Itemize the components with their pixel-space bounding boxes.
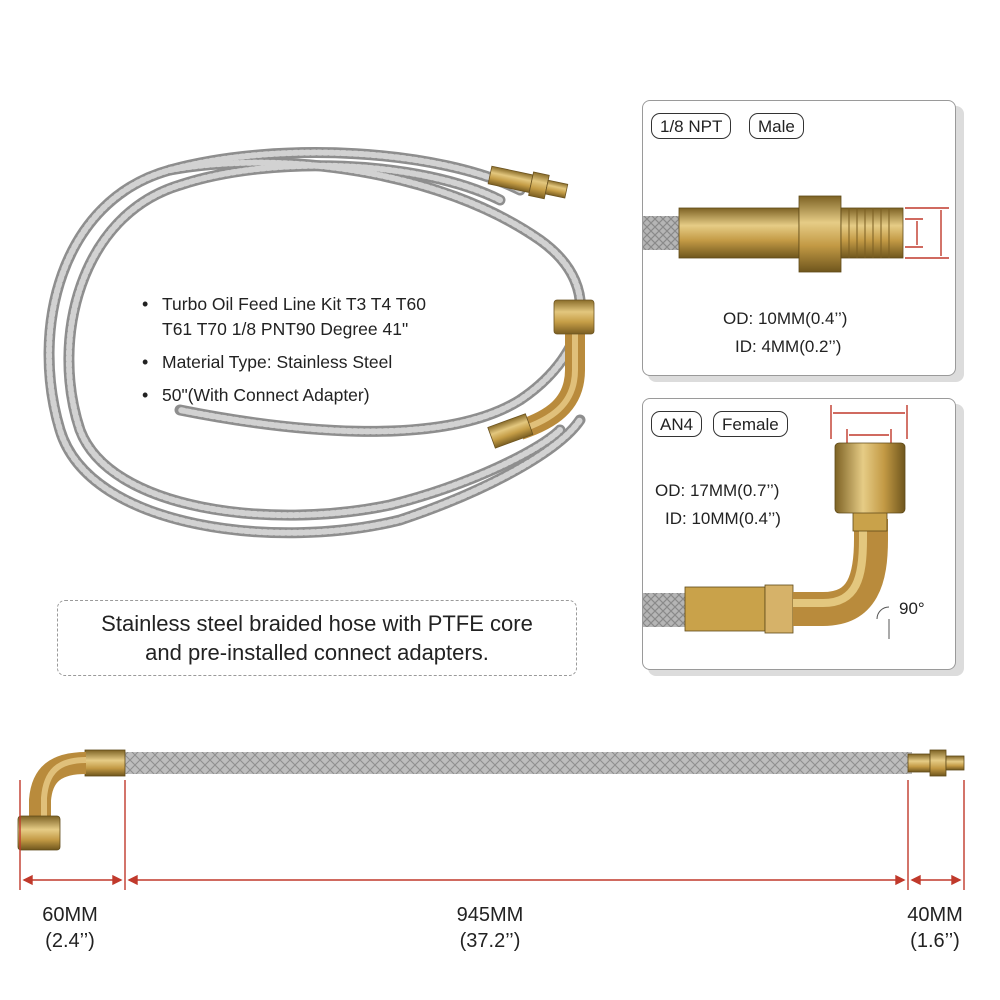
measurement-mm: 945MM bbox=[456, 904, 524, 926]
measurement-left: 60MM (2.4’’) bbox=[10, 902, 130, 954]
callout-line: Stainless steel braided hose with PTFE c… bbox=[101, 611, 533, 636]
feature-item: Turbo Oil Feed Line Kit T3 T4 T60 T61 T7… bbox=[140, 292, 500, 342]
description-callout: Stainless steel braided hose with PTFE c… bbox=[57, 600, 577, 676]
female-fitting-image bbox=[643, 405, 908, 639]
callout-line: and pre-installed connect adapters. bbox=[145, 640, 489, 665]
feature-item: 50"(With Connect Adapter) bbox=[140, 383, 500, 408]
measurement-right: 40MM (1.6’’) bbox=[880, 902, 990, 954]
outer-diameter-label: OD: 10MM(0.4’’) bbox=[723, 309, 848, 328]
thread-tag: 1/8 NPT bbox=[651, 113, 732, 139]
inner-diameter-label: ID: 4MM(0.2’’) bbox=[735, 337, 842, 356]
measurement-middle: 945MM (37.2’’) bbox=[420, 902, 560, 954]
gender-tag: Male bbox=[749, 113, 804, 139]
thread-tag: AN4 bbox=[651, 411, 703, 437]
measurement-inch: (1.6’’) bbox=[910, 930, 960, 952]
feature-list: Turbo Oil Feed Line Kit T3 T4 T60 T61 T7… bbox=[140, 292, 500, 416]
angle-label: 90° bbox=[899, 599, 925, 618]
male-fitting-panel: 1/8 NPT Male bbox=[642, 100, 956, 376]
coiled-hose-image bbox=[43, 147, 595, 539]
gender-tag: Female bbox=[713, 411, 788, 437]
feature-item: Material Type: Stainless Steel bbox=[140, 350, 500, 375]
female-fitting-panel: AN4 Female bbox=[642, 398, 956, 670]
measurement-inch: (2.4’’) bbox=[45, 930, 95, 952]
measurement-mm: 40MM bbox=[907, 904, 963, 926]
measurement-mm: 60MM bbox=[42, 904, 98, 926]
inner-diameter-label: ID: 10MM(0.4’’) bbox=[665, 509, 781, 528]
measurement-inch: (37.2’’) bbox=[459, 930, 521, 952]
male-fitting-image bbox=[643, 195, 949, 273]
outer-diameter-label: OD: 17MM(0.7’’) bbox=[655, 481, 780, 500]
straight-hose-diagram bbox=[17, 749, 965, 890]
